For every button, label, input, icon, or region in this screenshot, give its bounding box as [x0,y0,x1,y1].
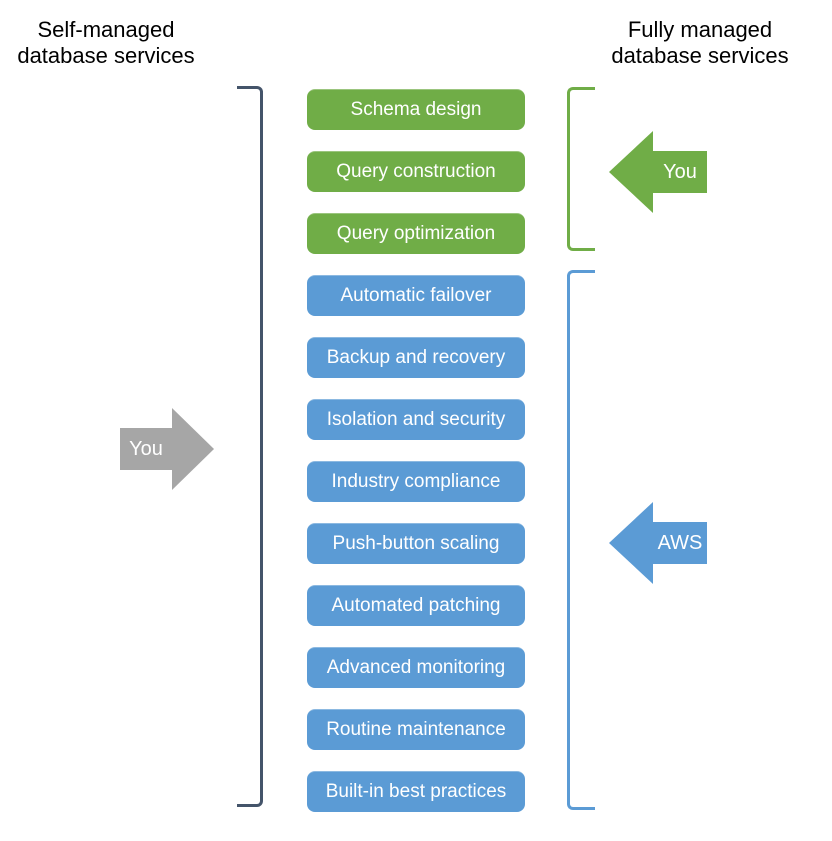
self-managed-bracket [237,86,263,807]
task-box: Isolation and security [307,399,525,440]
arrow-head-icon [609,131,653,213]
self-managed-heading: Self-managed database services [17,17,195,68]
task-box: Query optimization [307,213,525,254]
aws-tasks-bracket [567,270,595,810]
task-box: Query construction [307,151,525,192]
you-arrow-label: You [653,151,707,193]
task-box: Backup and recovery [307,337,525,378]
task-box: Automated patching [307,585,525,626]
aws-arrow-label: AWS [653,522,707,564]
task-box: Routine maintenance [307,709,525,750]
you-right-arrow: You [120,408,214,490]
fully-managed-heading: Fully managed database services [611,17,789,68]
task-box: Schema design [307,89,525,130]
task-box: Built-in best practices [307,771,525,812]
task-box: Industry compliance [307,461,525,502]
task-box: Automatic failover [307,275,525,316]
you-arrow-label: You [120,428,172,470]
aws-left-arrow: AWS [609,502,707,584]
you-left-arrow: You [609,131,707,213]
task-box: Push-button scaling [307,523,525,564]
arrow-head-icon [609,502,653,584]
customer-tasks-bracket [567,87,595,251]
task-box: Advanced monitoring [307,647,525,688]
arrow-head-icon [172,408,214,490]
